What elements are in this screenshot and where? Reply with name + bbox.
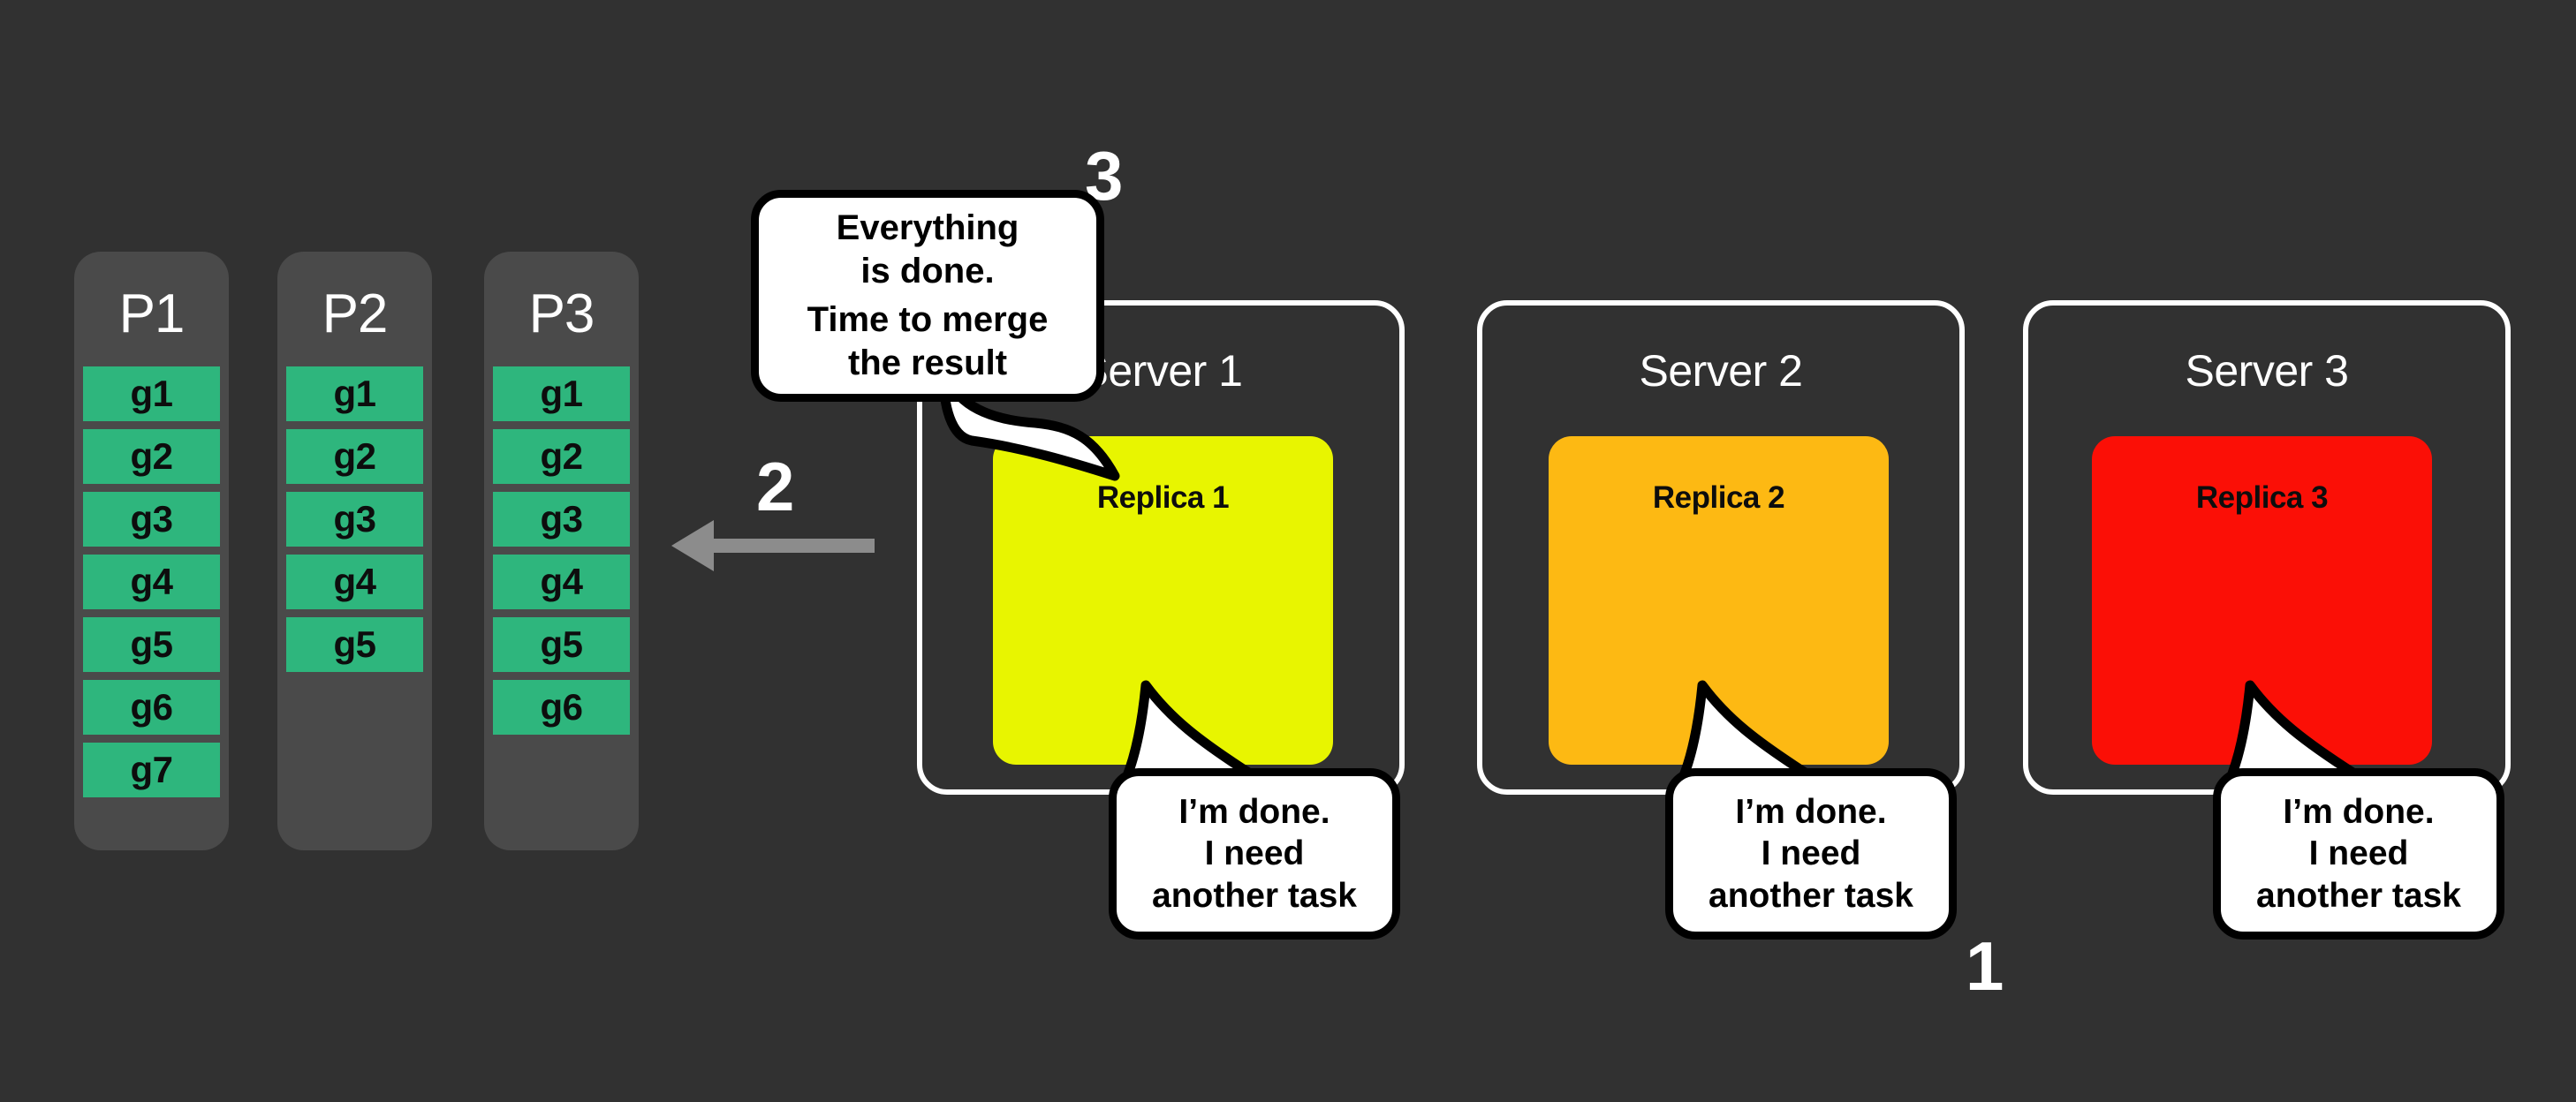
bubble-line: I need: [1761, 834, 1861, 873]
chunk-item[interactable]: g5: [83, 617, 220, 672]
bubble-line: I’m done.: [2283, 792, 2435, 831]
merge-arrow-icon: [668, 515, 875, 577]
step-label-two: 2: [756, 448, 794, 525]
speech-bubble-done-2-body: I’m done. I need another task: [1665, 768, 1957, 940]
bubble-line: I need: [1204, 834, 1305, 873]
bubble-line: Everything: [836, 208, 1019, 247]
step-label-one: 1: [1966, 927, 2004, 1005]
chunk-item[interactable]: g3: [493, 492, 630, 547]
speech-bubble-done-server-2: I’m done. I need another task: [1665, 680, 1966, 945]
partition-p2-title: P2: [322, 283, 389, 344]
speech-bubble-done-1-body: I’m done. I need another task: [1109, 768, 1400, 940]
bubble-line: the result: [847, 343, 1008, 383]
replica-2-label: Replica 2: [1652, 480, 1785, 515]
partition-p3: P3 g1 g2 g3 g4 g5 g6: [484, 252, 639, 850]
chunk-item[interactable]: g3: [286, 492, 423, 547]
speech-bubble-merge: Everything is done. Time to merge the re…: [751, 190, 1122, 481]
bubble-line: another task: [2256, 876, 2461, 915]
partition-p2: P2 g1 g2 g3 g4 g5: [277, 252, 432, 850]
bubble-line: I’m done.: [1178, 792, 1330, 831]
bubble-line: another task: [1152, 876, 1357, 915]
speech-bubble-merge-tail: [938, 356, 1122, 481]
server-1-title: Server 1: [1079, 346, 1243, 396]
chunk-item[interactable]: g3: [83, 492, 220, 547]
chunk-item[interactable]: g2: [83, 429, 220, 484]
chunk-item[interactable]: g4: [83, 555, 220, 609]
chunk-item[interactable]: g2: [493, 429, 630, 484]
bubble-line: I’m done.: [1735, 792, 1887, 831]
partition-p3-title: P3: [528, 283, 595, 344]
chunk-item[interactable]: g4: [286, 555, 423, 609]
speech-bubble-done-3-body: I’m done. I need another task: [2213, 768, 2504, 940]
chunk-item[interactable]: g5: [286, 617, 423, 672]
partition-p1-chunks: g1 g2 g3 g4 g5 g6 g7: [83, 366, 220, 797]
bubble-line: I need: [2308, 834, 2409, 873]
partition-p2-chunks: g1 g2 g3 g4 g5: [286, 366, 423, 672]
replica-3-label: Replica 3: [2195, 480, 2329, 515]
server-2-title: Server 2: [1639, 346, 1803, 396]
speech-bubble-merge-body: Everything is done. Time to merge the re…: [751, 190, 1104, 402]
chunk-item[interactable]: g4: [493, 555, 630, 609]
chunk-item[interactable]: g5: [493, 617, 630, 672]
bubble-line: Time to merge: [807, 300, 1049, 340]
speech-bubble-done-server-1: I’m done. I need another task: [1109, 680, 1409, 945]
chunk-item[interactable]: g1: [83, 366, 220, 421]
chunk-item[interactable]: g6: [493, 680, 630, 735]
chunk-item[interactable]: g1: [493, 366, 630, 421]
chunk-item[interactable]: g6: [83, 680, 220, 735]
bubble-line: another task: [1708, 876, 1913, 915]
partition-p1-title: P1: [118, 283, 186, 344]
speech-bubble-done-server-3: I’m done. I need another task: [2213, 680, 2513, 945]
server-3-title: Server 3: [2185, 346, 2349, 396]
chunk-item[interactable]: g7: [83, 743, 220, 797]
partition-p3-chunks: g1 g2 g3 g4 g5 g6: [493, 366, 630, 735]
chunk-item[interactable]: g1: [286, 366, 423, 421]
partition-p1: P1 g1 g2 g3 g4 g5 g6 g7: [74, 252, 229, 850]
chunk-item[interactable]: g2: [286, 429, 423, 484]
replica-1-label: Replica 1: [1096, 480, 1230, 515]
bubble-line: is done.: [860, 251, 995, 291]
